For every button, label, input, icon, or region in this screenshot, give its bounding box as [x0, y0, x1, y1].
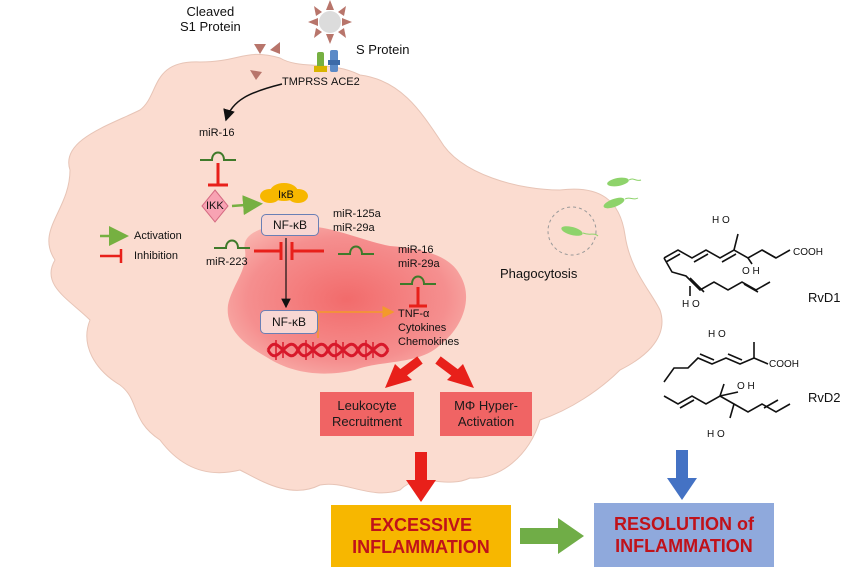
- resolution-inflammation-box: RESOLUTION of INFLAMMATION: [594, 503, 774, 567]
- mir16-nucleus-label: miR-16: [398, 244, 434, 256]
- tmprss-label: TMPRSS: [282, 76, 328, 88]
- s-protein-label: S Protein: [356, 42, 410, 57]
- macrophage-hyperactivation-line1: MΦ Hyper-: [454, 398, 518, 413]
- cleaved-s1-label-line2: S1 Protein: [180, 19, 241, 34]
- red-down-arrow: [406, 452, 436, 502]
- rvd2-structure-icon: [663, 342, 791, 419]
- legend-inhibition-icon: [100, 249, 123, 263]
- green-transition-arrow: [520, 518, 584, 554]
- ace2-receptor-icon: [328, 50, 340, 72]
- ikb-complex-icon: [260, 183, 308, 203]
- rvd2-oh: O H: [737, 381, 755, 392]
- ikb-label: IκB: [278, 189, 294, 201]
- inhibition-symbol: [290, 242, 324, 260]
- ikk-node: [201, 189, 229, 223]
- leukocyte-recruitment-line1: Leukocyte: [337, 398, 397, 413]
- resolution-inflammation-line2: INFLAMMATION: [615, 536, 753, 556]
- macrophage-hyperactivation-box: MΦ Hyper- Activation: [440, 392, 532, 436]
- inhibition-symbol: [208, 163, 228, 187]
- activation-arrow: [231, 195, 263, 216]
- mirna-hairpin-icon: [338, 245, 374, 255]
- legend-inhibition-label: Inhibition: [134, 250, 179, 262]
- tnfa-label: TNF-α: [398, 308, 430, 320]
- bacterium-icon: [603, 197, 639, 209]
- legend-activation-label: Activation: [134, 230, 182, 242]
- ace2-label: ACE2: [331, 76, 360, 88]
- rvd1-structure-icon: [663, 233, 791, 296]
- inhibition-symbol: [254, 242, 283, 260]
- cleaved-s1-label: Cleaved S1 Protein: [180, 4, 241, 34]
- rvd2-label: RvD2: [808, 390, 841, 405]
- phagocytosis-label: Phagocytosis: [500, 266, 578, 281]
- nfkb-nucleus-box: NF-κB: [260, 310, 318, 334]
- rvd1-ho-top: H O: [712, 215, 730, 226]
- red-effect-arrow: [435, 356, 474, 388]
- rvd2-ho-top: H O: [708, 329, 726, 340]
- bacterium-icon: [607, 177, 642, 187]
- transcription-arrow: [317, 306, 395, 338]
- resolution-inflammation-line1: RESOLUTION of: [614, 514, 754, 534]
- rvd1-ho-bottom: H O: [682, 299, 700, 310]
- mirna-hairpin-icon: [200, 151, 236, 161]
- mir223-label: miR-223: [206, 256, 248, 268]
- leukocyte-recruitment-box: Leukocyte Recruitment: [320, 392, 414, 436]
- excessive-inflammation-box: EXCESSIVE INFLAMMATION: [331, 505, 511, 567]
- chemokines-label: Chemokines: [398, 336, 460, 348]
- mirna-hairpin-icon: [400, 275, 436, 285]
- ikk-label: IKK: [206, 200, 224, 212]
- entry-arrow: [223, 83, 283, 122]
- blue-down-arrow: [667, 450, 697, 500]
- cleaved-s1-fragments-icon: [250, 42, 280, 80]
- bacterium-icon: [561, 226, 599, 237]
- mir29a-top-label: miR-29a: [333, 222, 375, 234]
- rvd1-label: RvD1: [808, 290, 841, 305]
- cleaved-s1-label-line1: Cleaved: [186, 4, 235, 19]
- rvd2-ho-bottom: H O: [707, 429, 725, 440]
- mirna-hairpin-icon: [214, 239, 250, 249]
- dna-helix-icon: [266, 340, 390, 360]
- macrophage-hyperactivation-line2: Activation: [457, 414, 515, 429]
- nucleus: [227, 225, 467, 374]
- mir29a-nucleus-label: miR-29a: [398, 258, 440, 270]
- inhibition-symbol: [409, 287, 427, 308]
- mir125a-label: miR-125a: [333, 208, 381, 220]
- rvd1-cooh: COOH: [793, 247, 823, 258]
- rvd2-cooh: COOH: [769, 359, 799, 370]
- cytokines-label: Cytokines: [398, 322, 447, 334]
- rvd1-oh: O H: [742, 266, 760, 277]
- tmprss-receptor-icon: [314, 52, 327, 72]
- excessive-inflammation-line2: INFLAMMATION: [352, 537, 490, 557]
- mir16-top-label: miR-16: [199, 127, 235, 139]
- excessive-inflammation-line1: EXCESSIVE: [369, 515, 473, 535]
- leukocyte-recruitment-line2: Recruitment: [331, 414, 403, 429]
- virus-icon: [308, 0, 352, 44]
- red-effect-arrow: [385, 356, 423, 388]
- nfkb-cytoplasm-box: NF-κB: [261, 214, 319, 236]
